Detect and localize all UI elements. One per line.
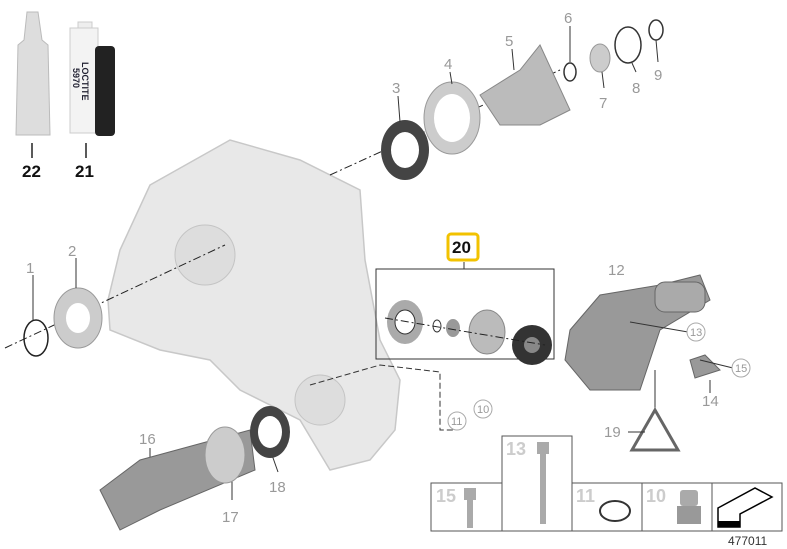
tube-number-text: 5970 — [71, 68, 81, 88]
callout-21: 21 — [75, 162, 94, 181]
actuator-motor-12 — [564, 274, 711, 391]
grease-tube-22 — [15, 11, 51, 136]
callout-19[interactable]: 19 — [604, 424, 621, 441]
circled-callout-15[interactable]: 15 — [735, 363, 747, 375]
circled-callout-13[interactable]: 13 — [690, 327, 702, 339]
callout-2[interactable]: 2 — [68, 243, 76, 260]
callout-3[interactable]: 3 — [392, 80, 400, 97]
bolt-13 — [537, 442, 549, 524]
callout-22: 22 — [22, 162, 41, 181]
diagram-reference-number: 477011 — [728, 534, 767, 548]
plug-10 — [677, 490, 701, 524]
bracket-14 — [689, 354, 721, 379]
callout-4[interactable]: 4 — [444, 56, 452, 73]
callout-1[interactable]: 1 — [26, 260, 34, 277]
tube-brand-text: LOCTITE — [80, 62, 90, 101]
transfer-case-housing — [107, 139, 401, 471]
callout-8[interactable]: 8 — [632, 80, 640, 97]
circled-callout-10[interactable]: 10 — [477, 404, 489, 416]
box-label-11[interactable]: 11 — [576, 486, 595, 506]
box-label-10[interactable]: 10 — [646, 486, 666, 506]
callout-12[interactable]: 12 — [608, 262, 625, 279]
callout-18[interactable]: 18 — [269, 479, 286, 496]
box-label-13[interactable]: 13 — [506, 439, 526, 459]
kit-20-highlight — [446, 232, 480, 262]
callout-9[interactable]: 9 — [654, 67, 662, 84]
kit-20-frame — [375, 268, 555, 360]
callout-7[interactable]: 7 — [599, 95, 607, 112]
callout-14[interactable]: 14 — [702, 393, 719, 410]
callout-17[interactable]: 17 — [222, 509, 239, 526]
sealant-tube-21: LOCTITE 5970 — [69, 21, 115, 136]
callout-6[interactable]: 6 — [564, 10, 572, 27]
flange-5 — [479, 44, 571, 126]
bolt-15 — [464, 488, 476, 528]
small-parts-table — [430, 435, 783, 532]
circled-callout-11[interactable]: 11 — [451, 416, 462, 428]
box-label-15[interactable]: 15 — [436, 486, 456, 506]
callout-20[interactable]: 20 — [452, 238, 471, 257]
shim-17 — [204, 426, 246, 484]
o-ring-11 — [599, 500, 631, 522]
o-ring-1 — [23, 319, 49, 357]
callout-5[interactable]: 5 — [505, 33, 513, 50]
callout-16[interactable]: 16 — [139, 431, 156, 448]
sensor-warning-19 — [629, 406, 681, 452]
